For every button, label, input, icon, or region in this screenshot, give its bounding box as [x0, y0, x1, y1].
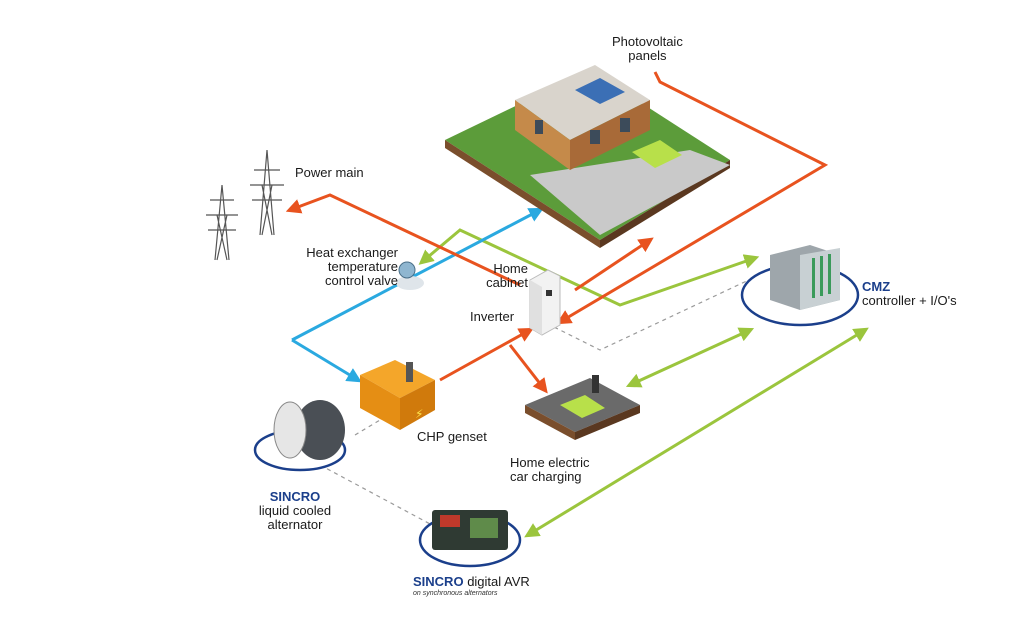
valve-icon — [396, 261, 424, 290]
chp-genset-label: CHP genset — [417, 429, 487, 444]
ev-charging-line-1: Home electric — [510, 455, 590, 470]
sincro-alternator-label: SINCRO liquid cooled alternator — [250, 490, 340, 532]
home-cabinet-line-1: Home — [493, 261, 528, 276]
sincro-alternator-line-2: alternator — [267, 517, 323, 532]
ev-charging-label: Home electric car charging — [510, 456, 589, 484]
power-links — [285, 71, 829, 394]
sincro-avr-note: on synchronous alternators — [413, 590, 498, 597]
sincro-avr-desc: digital AVR — [467, 574, 530, 589]
sincro-alternator-brand: SINCRO — [269, 489, 321, 504]
heat-links — [291, 207, 544, 383]
ev-charger-icon — [525, 375, 640, 440]
heat-exchanger-line-3: control valve — [325, 273, 398, 288]
plc-icon — [740, 245, 860, 327]
power-main-label: Power main — [295, 165, 364, 180]
photovoltaic-line-1: Photovoltaic — [612, 34, 683, 49]
svg-text:⚡: ⚡ — [415, 407, 423, 421]
photovoltaic-line-2: panels — [628, 48, 667, 63]
house-icon — [445, 65, 730, 248]
heat-exchanger-line-1: Heat exchanger — [306, 245, 398, 260]
cmz-label: CMZ controller + I/O's — [862, 280, 957, 308]
cmz-brand: CMZ — [862, 279, 891, 294]
alternator-icon — [253, 400, 347, 472]
ev-charging-line-2: car charging — [510, 469, 582, 484]
heat-exchanger-label: Heat exchanger temperature control valve — [298, 246, 398, 288]
inverter-label: Inverter — [470, 309, 515, 324]
heat-exchanger-line-2: temperature — [327, 259, 398, 274]
photovoltaic-label: Photovoltaic panels — [612, 35, 683, 63]
avr-board-icon — [418, 510, 522, 568]
sincro-avr-label: SINCRO digital AVR — [413, 575, 530, 589]
sincro-alternator-line-1: liquid cooled — [258, 503, 332, 518]
home-cabinet-line-2: cabinet — [486, 275, 528, 290]
power-pylon-icon — [206, 149, 284, 261]
home-cabinet-label: Home cabinet — [470, 262, 528, 290]
cmz-desc: controller + I/O's — [862, 293, 957, 308]
genset-icon: ⚡ — [360, 360, 435, 430]
cabinet-icon — [529, 269, 561, 336]
sincro-avr-brand: SINCRO — [413, 574, 464, 589]
